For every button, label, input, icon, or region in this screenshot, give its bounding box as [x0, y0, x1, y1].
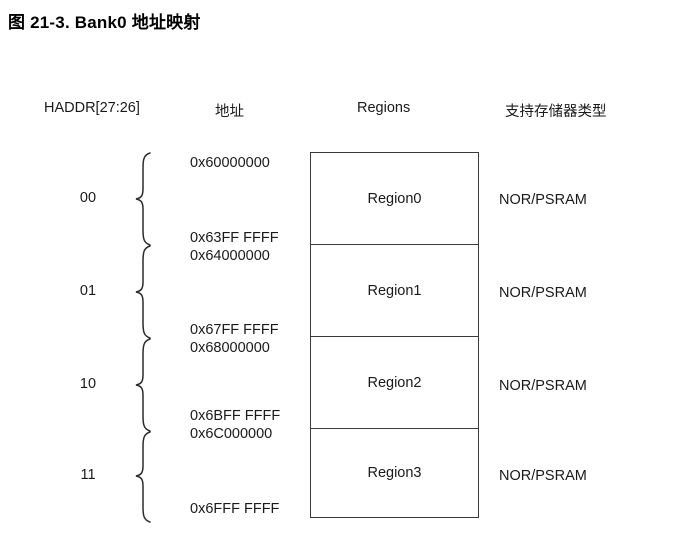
memory-type-region3: NOR/PSRAM	[499, 468, 587, 484]
address-end-region1: 0x67FF FFFF	[190, 322, 279, 338]
address-start-region1: 0x64000000	[190, 248, 270, 264]
curly-brace-region2	[135, 338, 151, 432]
haddr-value-region0: 00	[79, 190, 97, 206]
address-start-region0: 0x60000000	[190, 155, 270, 171]
region-box-region2: Region2	[311, 336, 478, 428]
address-end-region2: 0x6BFF FFFF	[190, 408, 281, 424]
memory-type-region1: NOR/PSRAM	[499, 285, 587, 301]
curly-brace-region0	[135, 152, 151, 246]
address-end-region0: 0x63FF FFFF	[190, 230, 279, 246]
memory-type-region2: NOR/PSRAM	[499, 378, 587, 394]
figure-title: 图 21-3. Bank0 地址映射	[8, 13, 201, 32]
address-end-region3: 0x6FFF FFFF	[190, 501, 280, 517]
region-box-region1: Region1	[311, 244, 478, 336]
haddr-value-region3: 11	[80, 467, 96, 483]
haddr-value-region2: 10	[79, 376, 97, 392]
column-header-address: 地址	[215, 104, 244, 120]
address-start-region2: 0x68000000	[190, 340, 270, 356]
haddr-value-region1: 01	[79, 283, 97, 299]
column-header-regions: Regions	[357, 100, 411, 116]
curly-brace-group	[135, 152, 151, 523]
region-box-stack: Region0 Region1 Region2 Region3	[310, 152, 479, 518]
memory-type-region0: NOR/PSRAM	[499, 192, 587, 208]
address-start-region3: 0x6C000000	[190, 426, 273, 442]
curly-brace-region1	[135, 245, 151, 339]
curly-brace-region3	[135, 431, 151, 523]
column-header-haddr: HADDR[27:26]	[44, 100, 140, 116]
region-box-region0: Region0	[311, 153, 478, 244]
region-box-region3: Region3	[311, 428, 478, 517]
column-header-memory-type: 支持存储器类型	[505, 104, 607, 120]
